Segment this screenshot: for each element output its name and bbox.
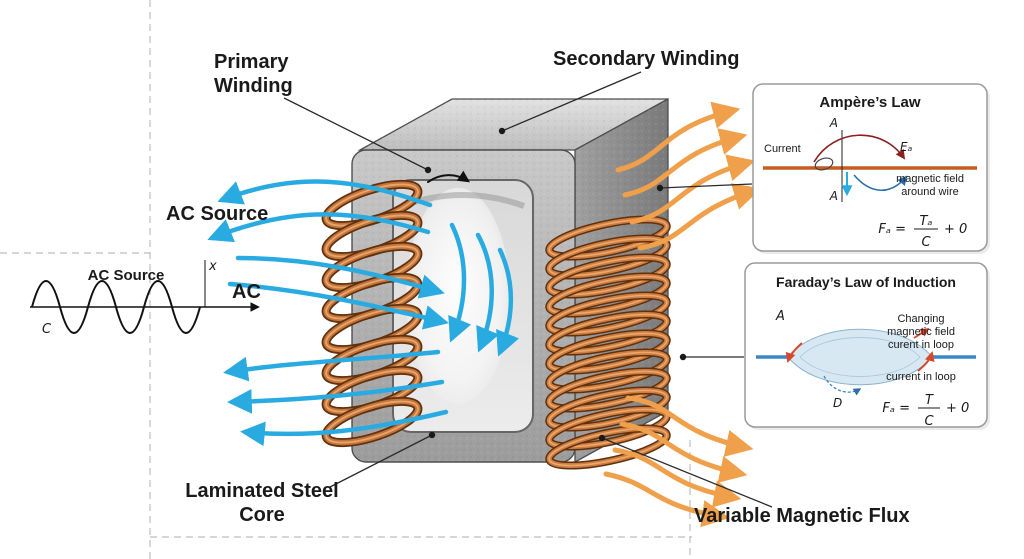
- induced-current-arrow: [785, 342, 803, 363]
- ac-field-arrows: [207, 179, 449, 447]
- e-label: Eₐ: [900, 140, 913, 154]
- leader-dot: [424, 166, 432, 174]
- field-line-out-bottom: [240, 409, 449, 447]
- current-label: Current: [764, 143, 801, 155]
- secondary-winding-label: Secondary Winding: [553, 48, 740, 70]
- flux-arrow-top: [622, 128, 748, 198]
- laminated-core-label: Laminated Steel: [185, 480, 338, 502]
- sine-wave: [31, 280, 201, 334]
- rotation-arrow: [427, 170, 470, 183]
- faraday-note: magnetic field: [887, 326, 955, 338]
- x-axis-label: x: [208, 259, 217, 274]
- faraday-formula-den: C: [924, 414, 934, 429]
- faraday-law-panel: Faraday’s Law of Induction A Changing ma…: [744, 262, 990, 430]
- flux-arrow-bottom: [603, 471, 730, 528]
- leader-dot: [679, 353, 687, 361]
- ac-axis-label: AC: [232, 281, 261, 303]
- loop-direction-arc: [823, 375, 862, 396]
- primary-winding-label: Primary: [214, 51, 289, 73]
- current-loop: [814, 157, 834, 171]
- induced-current-arrow: [917, 351, 935, 372]
- ac-source-label: AC Source: [166, 203, 268, 225]
- faraday-note: Changing: [897, 313, 944, 325]
- faraday-formula-suffix: + 0: [946, 401, 969, 416]
- leader-dot: [598, 434, 606, 442]
- d-label: D: [833, 396, 842, 410]
- induced-current-arrow: [913, 328, 930, 339]
- leader-core: [329, 434, 433, 488]
- field-line-out-bottom: [227, 379, 445, 414]
- faraday-formula-lhs: Fₐ =: [882, 401, 910, 416]
- core-top-texture: [360, 99, 668, 150]
- leader-ampere: [659, 183, 753, 189]
- primary-winding-label: Winding: [214, 75, 293, 97]
- a-label: A: [775, 309, 785, 324]
- flux-arrow-bottom: [612, 447, 742, 508]
- ampere-formula-num: Tₐ: [919, 214, 932, 229]
- waveform-title: AC Source: [88, 267, 165, 284]
- faraday-note: curent in loop: [888, 339, 954, 351]
- window-field-line: [475, 232, 500, 353]
- window-flux-arrows: [427, 170, 519, 357]
- leader-primary: [283, 97, 429, 171]
- ampere-formula-den: C: [921, 235, 931, 250]
- flux-arrow-top: [637, 183, 762, 251]
- ampere-note: around wire: [901, 186, 958, 198]
- field-loop-arc-bottom: [853, 174, 908, 191]
- window-field-line: [496, 247, 519, 357]
- leader-flux: [601, 437, 773, 508]
- field-line-out-top: [207, 212, 431, 243]
- c-label: C: [42, 322, 52, 337]
- faraday-title: Faraday’s Law of Induction: [776, 274, 956, 290]
- field-loop-arc-top: [813, 134, 906, 163]
- leader-dot: [428, 431, 436, 439]
- flux-arrow-bottom: [625, 395, 754, 457]
- variable-flux-label: Variable Magnetic Flux: [694, 505, 910, 527]
- leader-dot: [656, 184, 664, 192]
- flux-arrow-bottom: [619, 421, 748, 483]
- flux-arrow-top: [615, 101, 741, 173]
- faraday-formula-num: T: [925, 393, 934, 408]
- field-line-out-top: [217, 179, 433, 208]
- ampere-title: Ampère’s Law: [819, 94, 920, 111]
- ampere-note: magnetic field: [896, 173, 964, 185]
- a-label-top: A: [829, 116, 838, 130]
- leader-lines: [283, 71, 773, 508]
- field-line-in: [235, 255, 445, 299]
- a-label-bottom: A: [829, 189, 838, 203]
- faraday-note2: current in loop: [886, 371, 956, 383]
- main-labels: Primary Winding Secondary Winding AC Sou…: [166, 48, 910, 527]
- field-line-in: [227, 281, 449, 330]
- magnetic-flux-arrows: [603, 101, 762, 528]
- guide-lines: [0, 0, 692, 559]
- leader-dot: [498, 127, 506, 135]
- lens-inner-curve: [799, 356, 921, 377]
- flux-arrow-top: [629, 154, 756, 225]
- ampere-law-panel: Ampère’s Law Current A A Eₐ magnetic fie…: [752, 83, 990, 254]
- leader-secondary: [501, 71, 642, 132]
- ampere-formula-suffix: + 0: [944, 222, 967, 237]
- lens-inner-curve: [799, 337, 921, 358]
- laminated-core-label: Core: [239, 504, 285, 526]
- field-line-out-bottom: [223, 349, 441, 382]
- ac-waveform: AC Source x C AC: [30, 259, 261, 337]
- window-field-line: [448, 222, 472, 343]
- ampere-formula-lhs: Fₐ =: [878, 222, 906, 237]
